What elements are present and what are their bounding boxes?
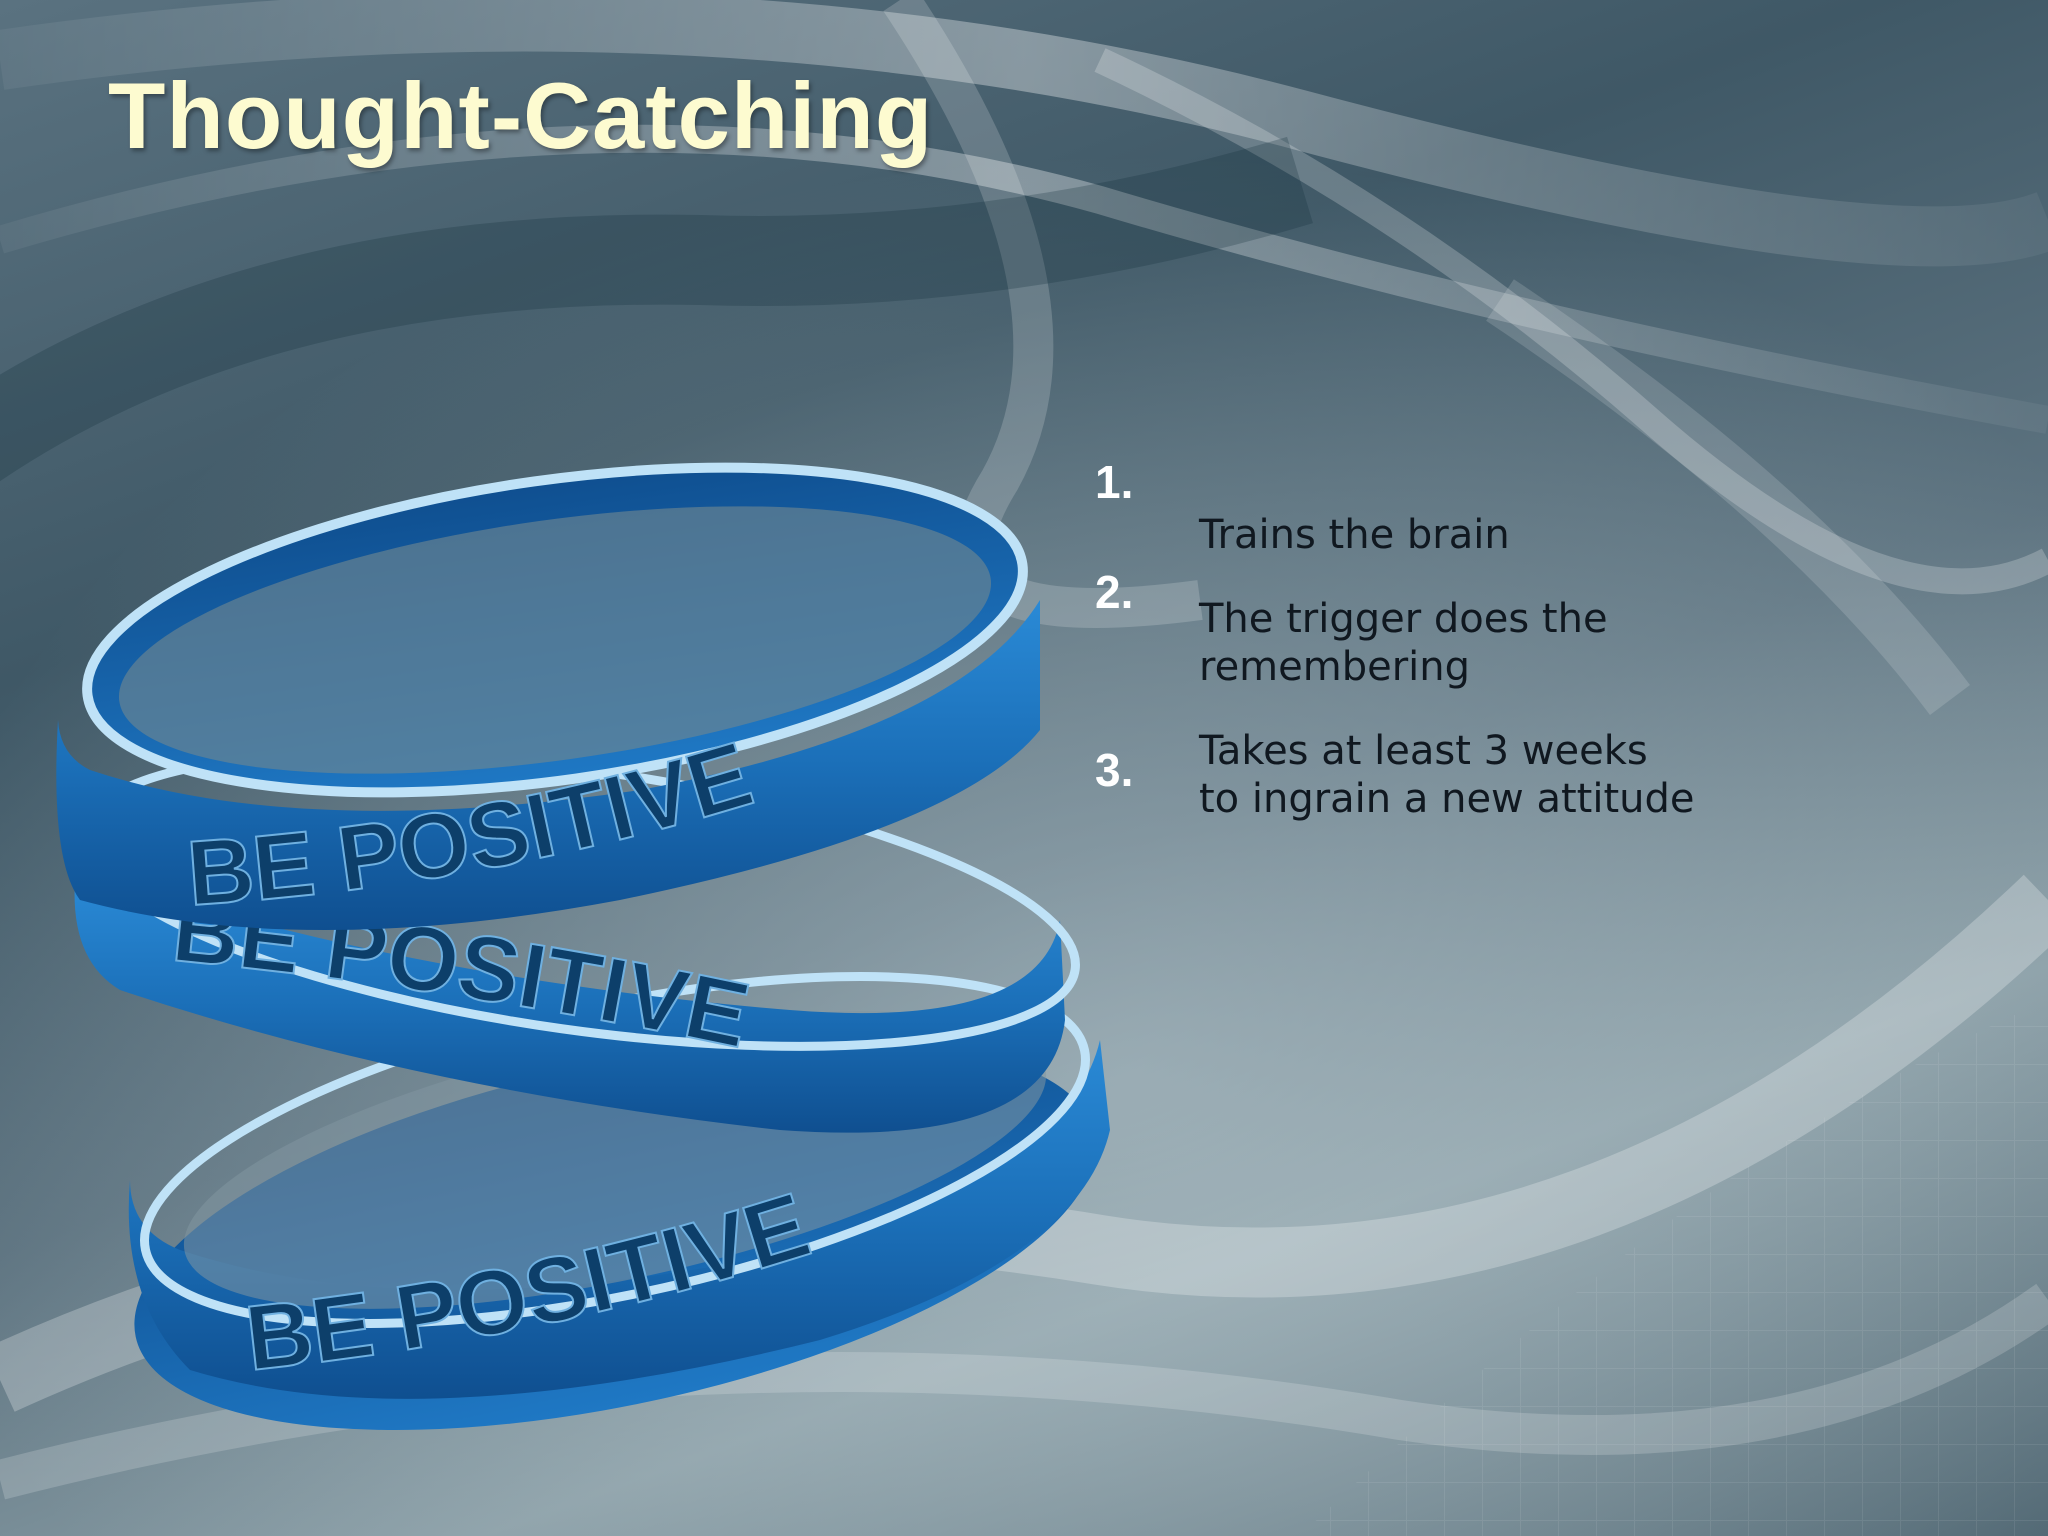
list-item-text-line1: The trigger does the: [1199, 596, 1608, 642]
list-item-text-line2: to ingrain a new attitude: [1199, 776, 1695, 822]
list-item-text-line2: remembering: [1199, 644, 1471, 690]
list-item-text: Trains the brain: [1199, 512, 1510, 558]
slide-title: Thought-Catching: [108, 63, 934, 168]
list-item-number: 1.: [1095, 456, 1134, 508]
list-item-number: 2.: [1095, 566, 1134, 618]
list-item-number: 3.: [1095, 744, 1134, 796]
list-item-text-line1: Takes at least 3 weeks: [1199, 728, 1648, 774]
